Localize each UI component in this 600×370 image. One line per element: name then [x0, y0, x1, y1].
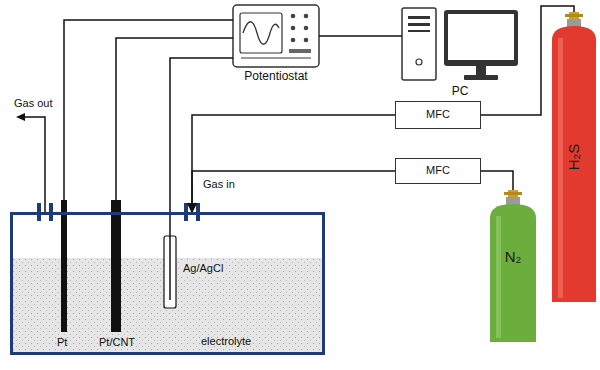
- gas-line: [481, 171, 513, 190]
- mass-flow-controller: MFC: [395, 101, 481, 129]
- gas-out-arrow: [16, 113, 45, 212]
- gas-in-label: Gas in: [203, 178, 235, 191]
- electrode-label: Ag/AgCl: [181, 262, 225, 275]
- data-cable: [319, 35, 402, 37]
- gas-line: [192, 115, 395, 212]
- computer-icon: [402, 8, 518, 80]
- device-label: MFC: [426, 164, 450, 177]
- pt-electrode: [61, 200, 67, 332]
- computer: PC: [402, 8, 518, 82]
- device-label: MFC: [426, 108, 450, 121]
- part-label: Potentiostat: [244, 69, 307, 83]
- gas-label: H₂S: [565, 144, 583, 171]
- cylinder-shape: [490, 190, 536, 342]
- pt-cnt-electrode: [111, 200, 121, 332]
- potentiostat: Potentiostat: [233, 5, 319, 67]
- potentiostat-icon: [233, 5, 319, 67]
- ag-agcl-electrode: [164, 236, 176, 308]
- mass-flow-controller: MFC: [395, 158, 481, 184]
- electrode-label: Pt: [57, 336, 67, 349]
- electrode-label: Pt/CNT: [99, 336, 135, 349]
- part-label: PC: [452, 84, 469, 98]
- gas-label: N₂: [505, 248, 522, 266]
- gas-line: [192, 171, 395, 212]
- gas-out-label: Gas out: [14, 97, 53, 110]
- gas-cylinder: H₂S: [552, 12, 596, 302]
- gas-cylinder: N₂: [490, 190, 536, 342]
- electrochemical-cell: electrolyte: [10, 212, 325, 355]
- part-label: electrolyte: [201, 335, 251, 348]
- electrode-wires: [64, 20, 233, 236]
